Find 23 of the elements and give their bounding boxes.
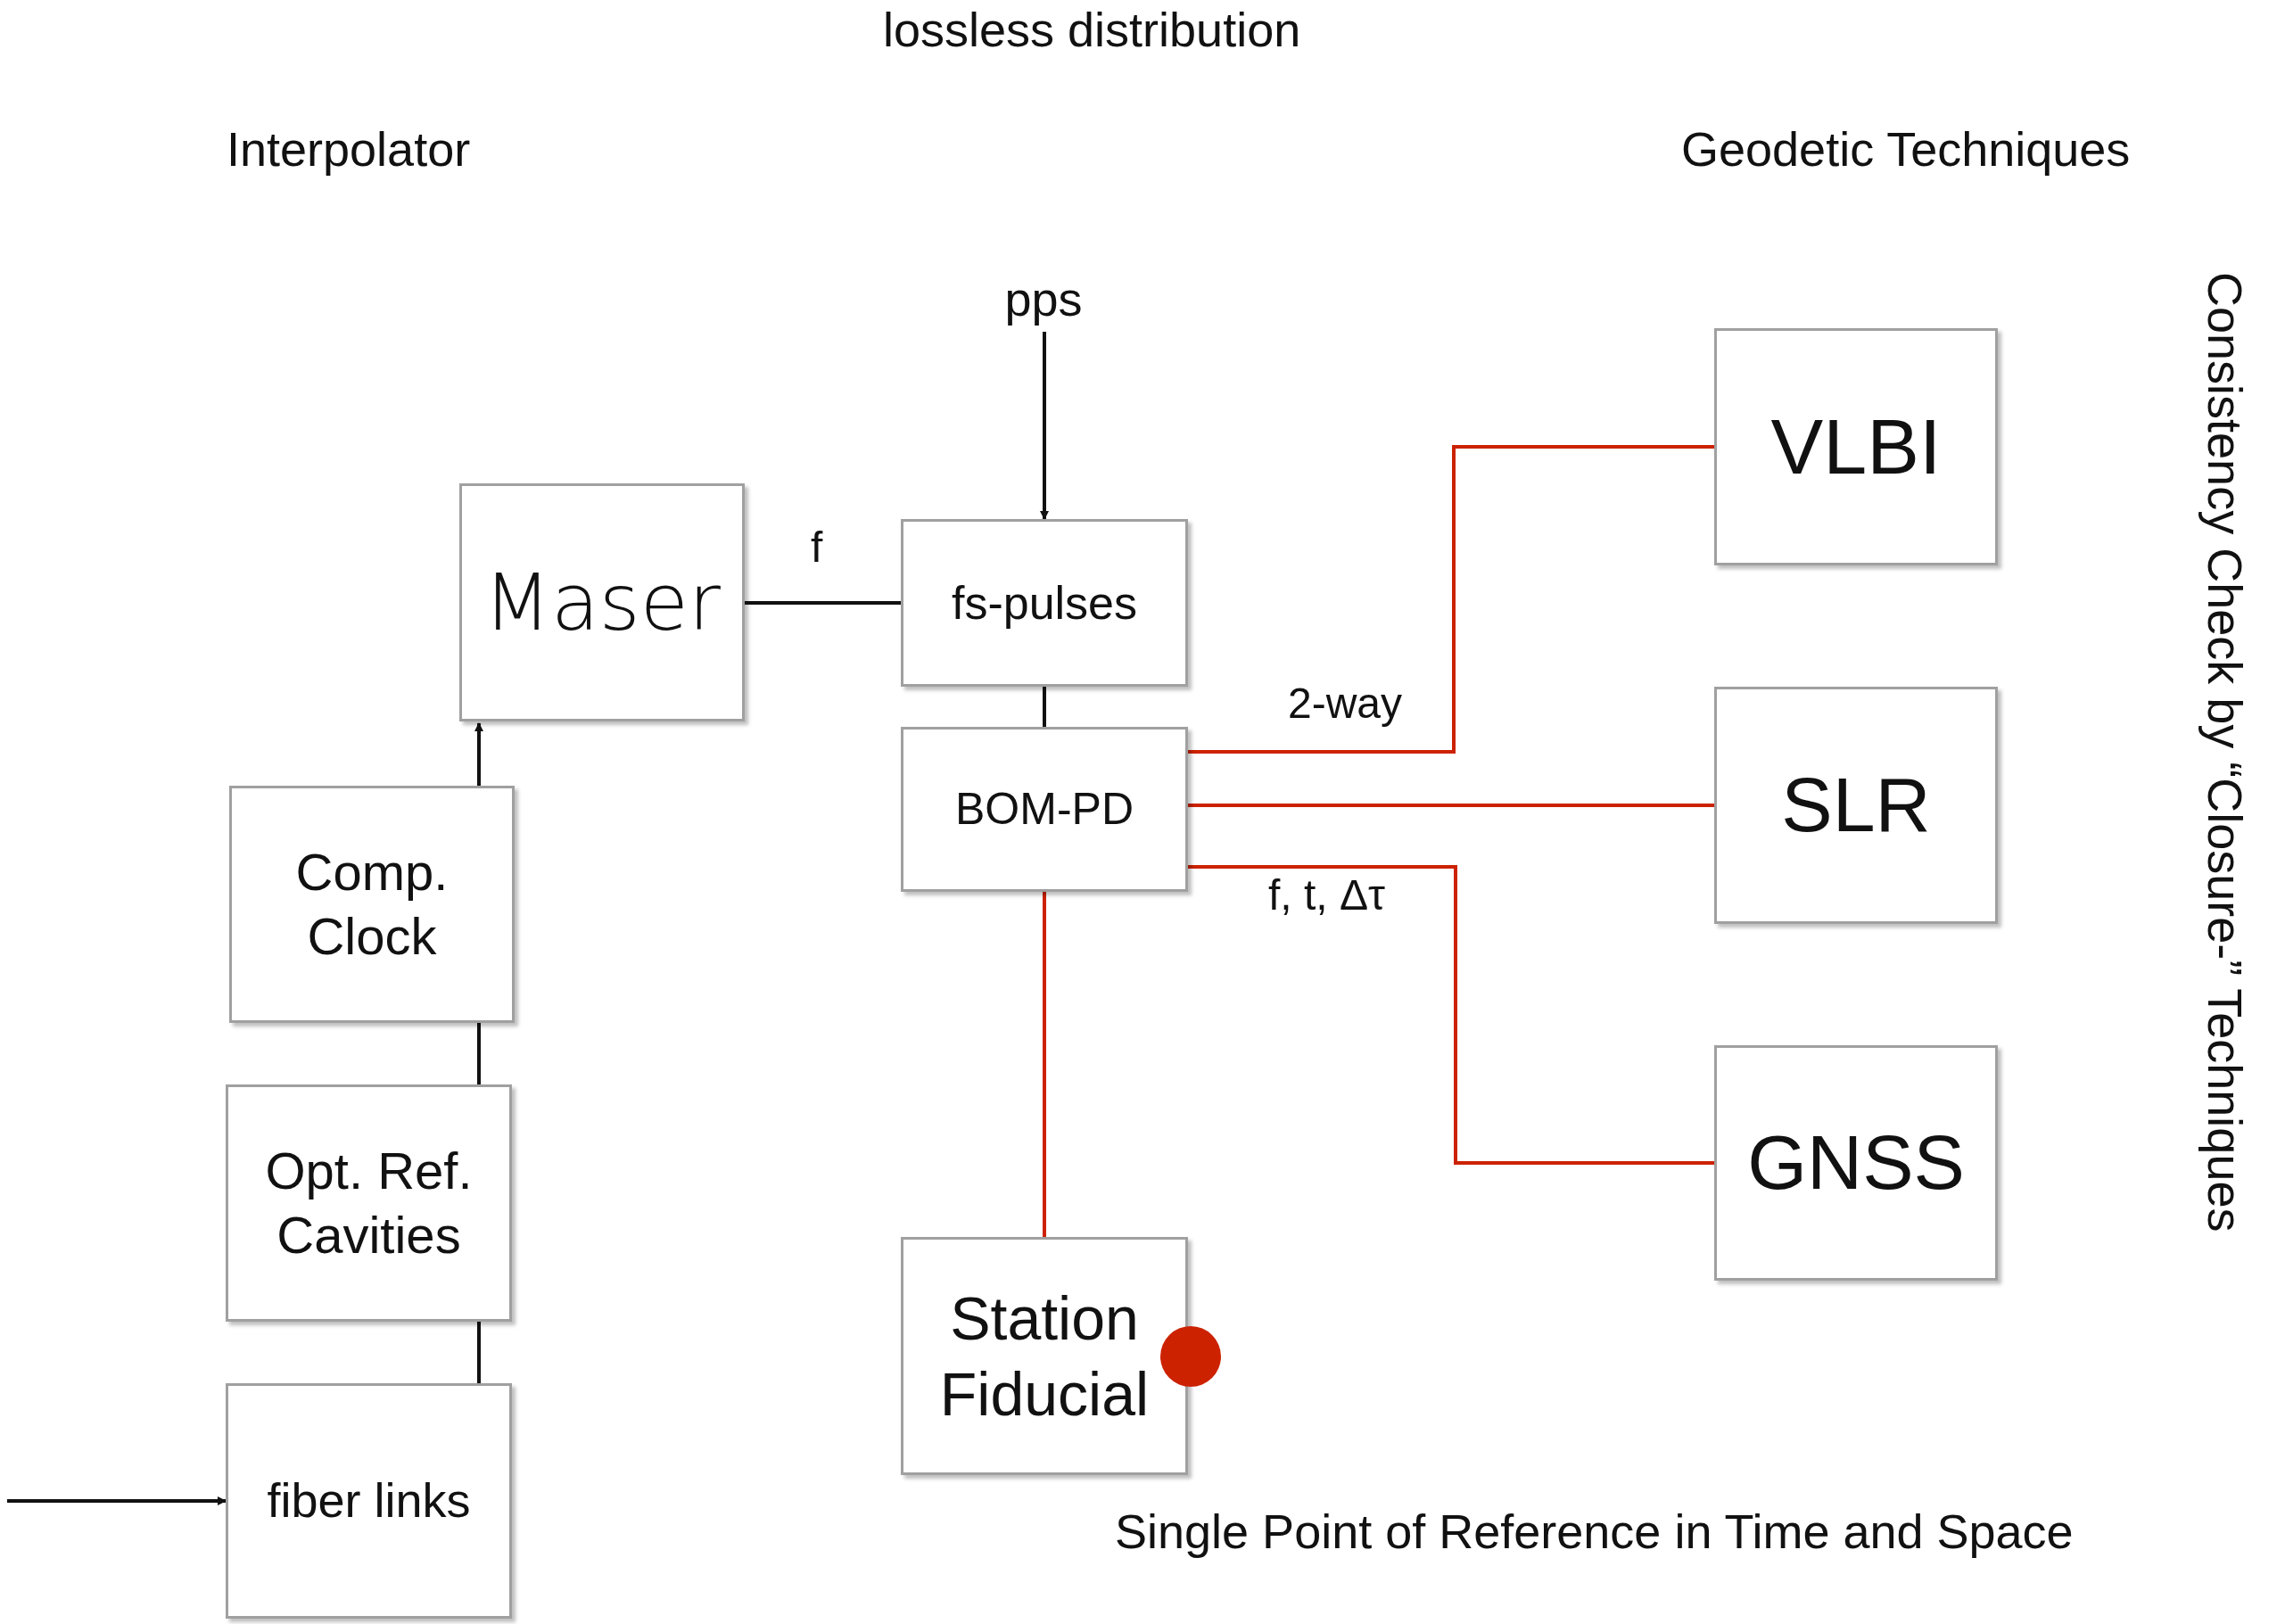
block-box: BOM-PD (901, 727, 1188, 892)
connector-line (477, 1322, 481, 1383)
connector-line (1043, 687, 1046, 727)
block-box: GNSS (1714, 1045, 1998, 1281)
block-box: Station Fiducial (901, 1237, 1188, 1475)
heading: lossless distribution (883, 5, 1301, 54)
arrow (474, 722, 483, 786)
connector-line (1188, 445, 1714, 754)
block-box: Opt. Ref. Cavities (226, 1084, 512, 1322)
block-box: Comp. Clock (229, 786, 515, 1023)
connector-line (1043, 892, 1046, 1237)
block-box: SLR (1714, 687, 1998, 924)
arrow (7, 1496, 227, 1505)
block-box: Maser (459, 483, 745, 721)
connector-line (745, 601, 901, 605)
block-box: VLBI (1714, 328, 1998, 565)
connector-line (1188, 865, 1714, 1165)
block-box: fs-pulses (901, 519, 1188, 687)
arrow (1040, 332, 1049, 520)
connector-line (477, 1023, 481, 1084)
block-box: fiber links (226, 1383, 512, 1619)
connector-line (1188, 804, 1714, 807)
signal-label: pps (999, 268, 1088, 332)
